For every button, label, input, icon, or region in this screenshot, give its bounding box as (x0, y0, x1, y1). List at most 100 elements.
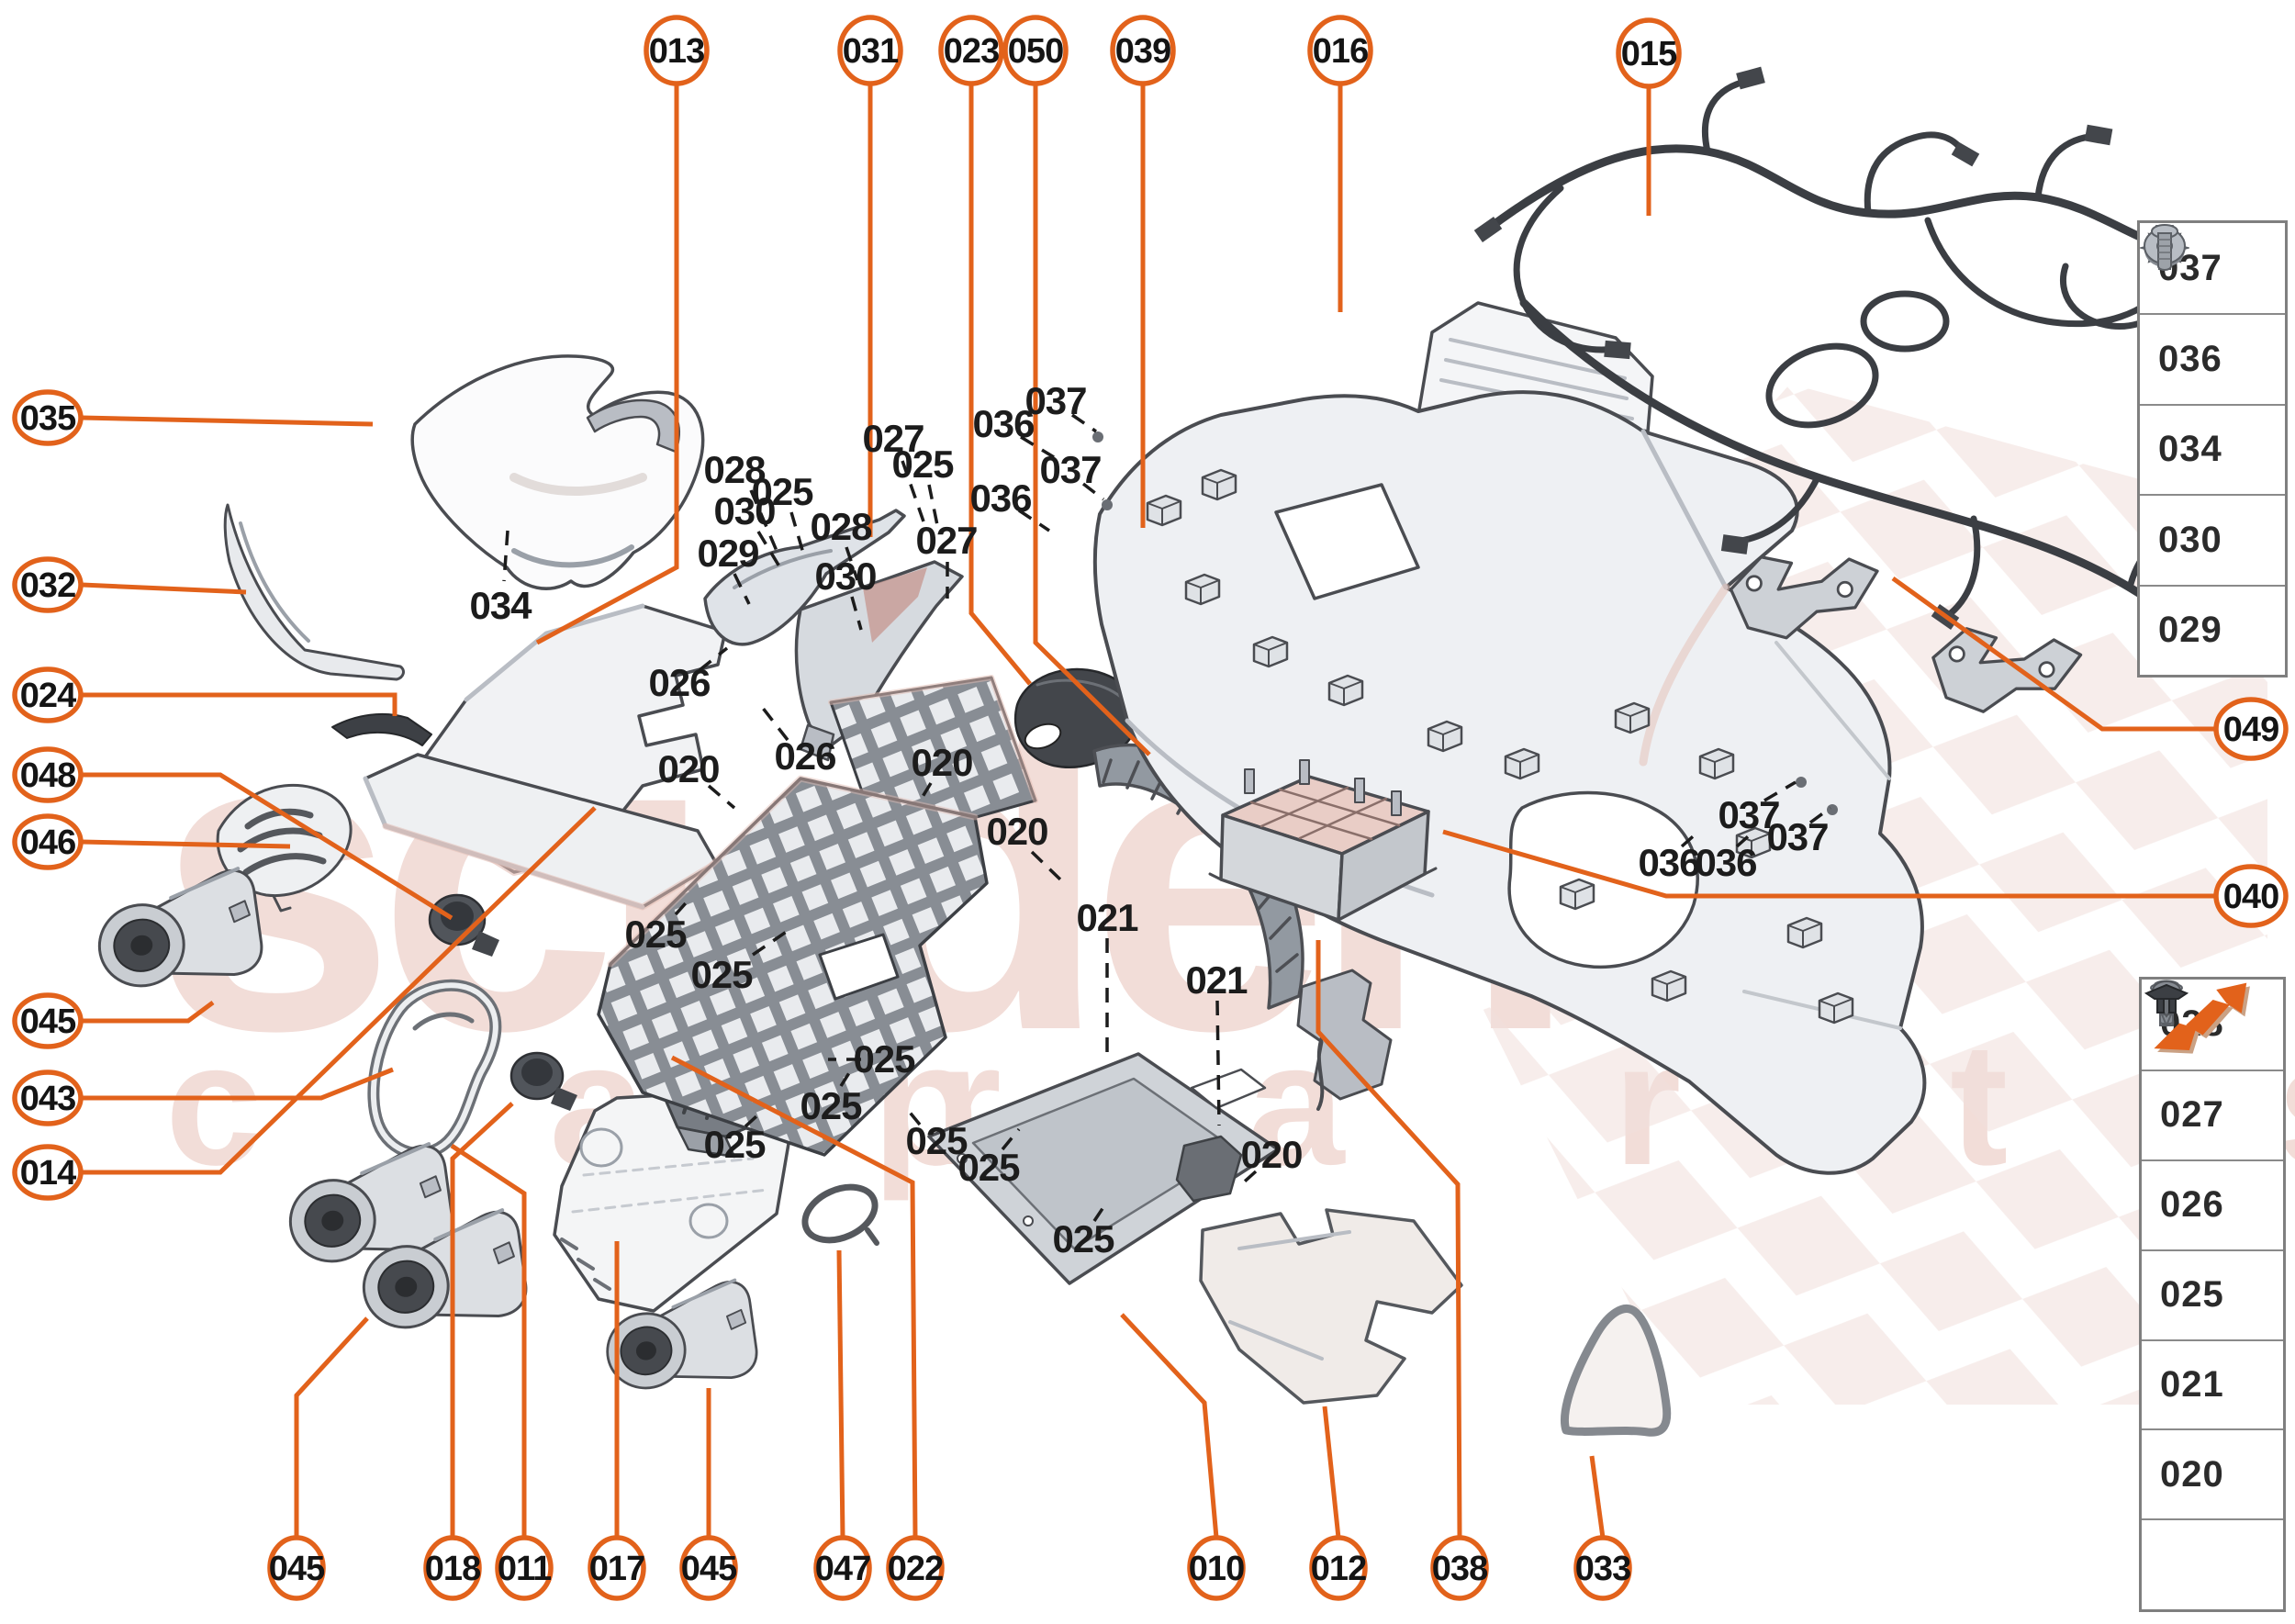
callout-045[interactable]: 045 (679, 1535, 738, 1601)
part-column-shroud-upper (703, 509, 906, 646)
callout-circle[interactable] (12, 1070, 84, 1126)
callout-circle[interactable] (495, 1535, 554, 1601)
callout-013[interactable]: 013 (644, 15, 710, 86)
callout-043[interactable]: 043 (12, 1070, 84, 1126)
callout-047[interactable]: 047 (813, 1535, 872, 1601)
callout-038[interactable]: 038 (1430, 1535, 1489, 1601)
label-dash-line (1215, 1000, 1221, 1126)
callout-number: 015 (1621, 35, 1677, 73)
push-rivet-icon (2150, 982, 2274, 1320)
callout-number: 017 (589, 1550, 644, 1588)
callout-number: 047 (815, 1550, 870, 1588)
part-number-label: 025 (1052, 1217, 1114, 1260)
part-pillar-trim (223, 503, 405, 681)
part-number-label: 036 (969, 476, 1031, 520)
label-dash-line (1680, 830, 1700, 848)
callout-circle[interactable] (1616, 17, 1682, 89)
star-nut-icon (2140, 229, 2272, 475)
callout-045[interactable]: 045 (12, 992, 84, 1049)
callout-circle[interactable] (837, 15, 903, 86)
callout-circle[interactable] (886, 1535, 945, 1601)
callout-circle[interactable] (12, 556, 84, 613)
callout-number: 045 (20, 1002, 76, 1041)
callout-circle[interactable] (679, 1535, 738, 1601)
callout-035[interactable]: 035 (12, 389, 84, 446)
label-dash-line (916, 782, 933, 805)
callout-circle[interactable] (12, 389, 84, 446)
part-number-label: 030 (713, 489, 775, 532)
callout-016[interactable]: 016 (1307, 15, 1373, 86)
callout-circle[interactable] (12, 1144, 84, 1201)
callout-circle[interactable] (267, 1535, 326, 1601)
callout-circle[interactable] (12, 746, 84, 803)
callout-046[interactable]: 046 (12, 813, 84, 870)
callout-018[interactable]: 018 (423, 1535, 482, 1601)
callout-circle[interactable] (1187, 1535, 1246, 1601)
label-dash-line (845, 546, 859, 581)
label-dash-line (1030, 850, 1062, 881)
callout-050[interactable]: 050 (1002, 15, 1069, 86)
leader-line-018 (450, 1102, 514, 1538)
callout-039[interactable]: 039 (1110, 15, 1176, 86)
callout-045[interactable]: 045 (267, 1535, 326, 1601)
part-number-label: 025 (957, 1146, 1020, 1189)
callout-circle[interactable] (644, 15, 710, 86)
label-dash-line (901, 460, 925, 522)
label-dash-line (756, 531, 784, 572)
callout-circle[interactable] (12, 666, 84, 723)
callout-033[interactable]: 033 (1573, 1535, 1632, 1601)
callout-015[interactable]: 015 (1616, 17, 1682, 89)
legend-row-036: 036 (2140, 225, 2285, 403)
part-switch-bracket (1296, 969, 1393, 1111)
callout-circle[interactable] (938, 15, 1004, 86)
part-number-label: 020 (986, 810, 1047, 853)
legend-part-number: 027 (2160, 1094, 2224, 1136)
label-dash-line (839, 1068, 854, 1087)
part-number-label: 037 (1024, 379, 1086, 422)
callout-circle[interactable] (2213, 864, 2289, 928)
callout-circle[interactable] (2213, 697, 2289, 761)
callout-031[interactable]: 031 (837, 15, 903, 86)
leader-line-010 (1120, 1313, 1219, 1539)
flange-bolt-icon (2150, 225, 2272, 385)
callout-circle[interactable] (588, 1535, 646, 1601)
callout-circle[interactable] (1002, 15, 1069, 86)
callout-032[interactable]: 032 (12, 556, 84, 613)
scuderia-arrow-logo (2142, 982, 2283, 1610)
callout-049[interactable]: 049 (2213, 697, 2289, 761)
callout-number: 012 (1311, 1550, 1366, 1588)
callout-number: 033 (1575, 1550, 1630, 1588)
callout-circle[interactable] (1573, 1535, 1632, 1601)
leader-line-038 (1315, 940, 1462, 1539)
callout-circle[interactable] (1309, 1535, 1368, 1601)
callout-circle[interactable] (423, 1535, 482, 1601)
callout-circle[interactable] (1430, 1535, 1489, 1601)
callout-010[interactable]: 010 (1187, 1535, 1246, 1601)
callout-024[interactable]: 024 (12, 666, 84, 723)
callout-number: 045 (681, 1550, 737, 1588)
legend-part-number: 020 (2160, 1453, 2224, 1495)
part-number-label: 028 (810, 505, 872, 548)
legend-part-number: 030 (2158, 519, 2222, 560)
callout-017[interactable]: 017 (588, 1535, 646, 1601)
callout-011[interactable]: 011 (495, 1535, 554, 1601)
part-binnacle-cover (410, 354, 705, 590)
callout-040[interactable]: 040 (2213, 864, 2289, 928)
label-dash-line (749, 489, 778, 552)
callout-014[interactable]: 014 (12, 1144, 84, 1201)
callout-012[interactable]: 012 (1309, 1535, 1368, 1601)
callout-circle[interactable] (1307, 15, 1373, 86)
callout-circle[interactable] (813, 1535, 872, 1601)
callout-number: 050 (1008, 32, 1063, 71)
callout-022[interactable]: 022 (886, 1535, 945, 1601)
label-dash-line (1001, 1127, 1021, 1151)
callout-circle[interactable] (12, 992, 84, 1049)
callout-circle[interactable] (12, 813, 84, 870)
callout-023[interactable]: 023 (938, 15, 1004, 86)
label-dash-line (1735, 830, 1755, 848)
part-trim-ring (801, 1183, 879, 1246)
callout-circle[interactable] (1110, 15, 1176, 86)
label-dash-line (752, 929, 789, 957)
callout-048[interactable]: 048 (12, 746, 84, 803)
